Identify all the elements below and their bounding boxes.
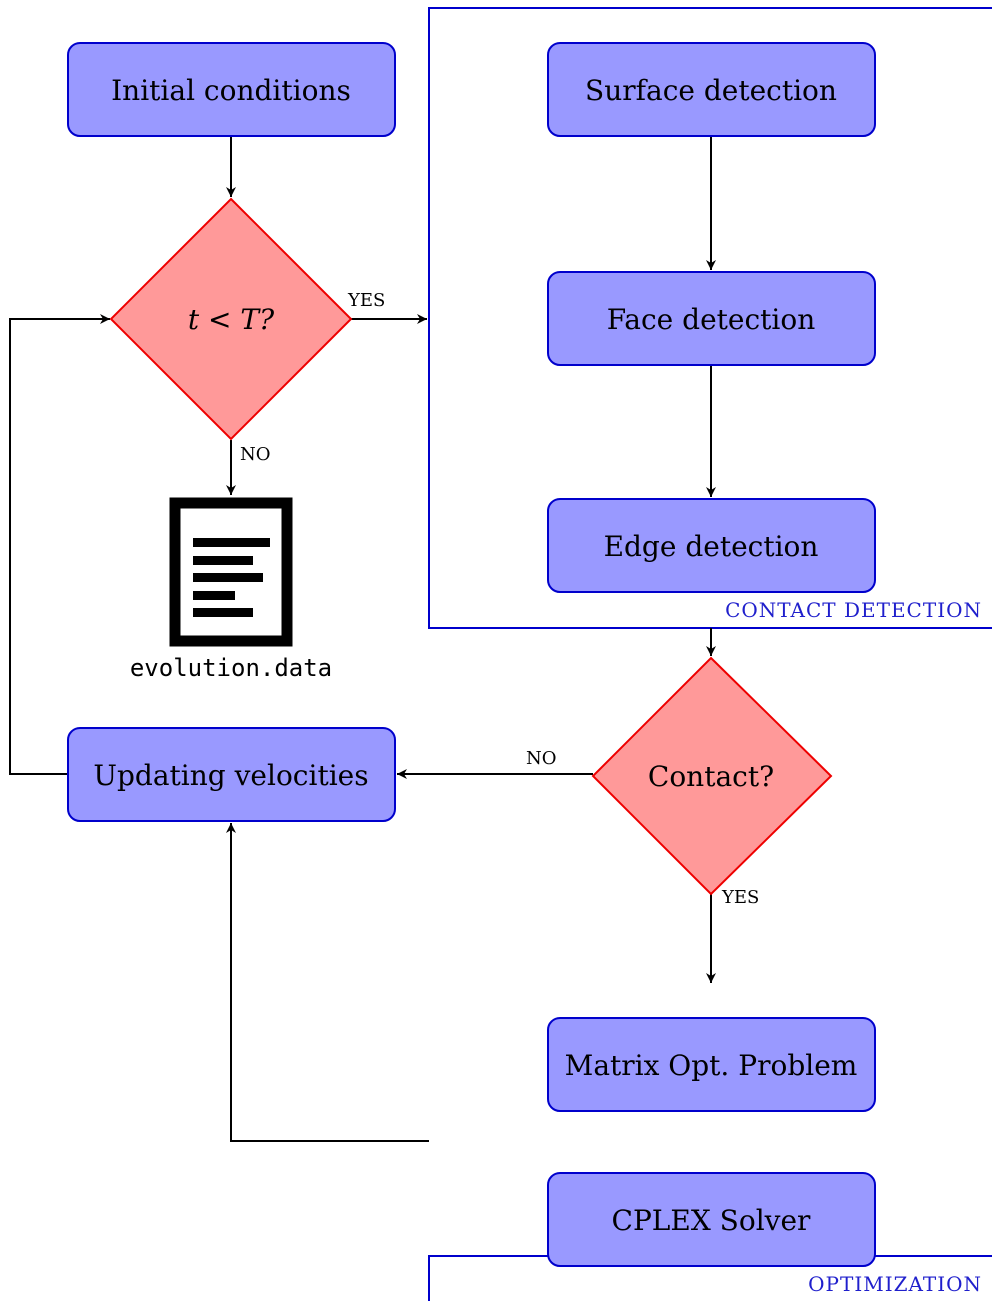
surface-detection-node: Surface detection (547, 42, 876, 137)
edge-optimization-to-velocities (226, 823, 429, 1142)
document-icon (169, 497, 293, 647)
output-file-label: evolution.data (130, 654, 332, 682)
time-yes-label: YES (347, 290, 385, 311)
time-check-diamond (109, 197, 353, 441)
contact-yes-label: YES (721, 887, 759, 908)
initial-conditions-label: Initial conditions (111, 74, 351, 107)
contact-no-label: NO (526, 748, 557, 769)
document-line (193, 556, 253, 565)
cplex-solver-label: CPLEX Solver (612, 1204, 812, 1237)
surface-detection-box (547, 42, 876, 137)
document-frame (169, 497, 293, 647)
initial-conditions-box (67, 42, 396, 137)
initial-conditions-node: Initial conditions (67, 42, 396, 137)
edge-velocities-loop (9, 314, 110, 775)
matrix-problem-node: Matrix Opt. Problem (547, 1017, 876, 1112)
matrix-problem-label: Matrix Opt. Problem (565, 1049, 858, 1082)
cplex-solver-node: CPLEX Solver (547, 1172, 876, 1267)
optimization-label: OPTIMIZATION (808, 1272, 982, 1296)
time-check-label: t < T? (188, 303, 275, 336)
time-check-node: t < T? (109, 197, 353, 441)
edge-detection-box (547, 498, 876, 593)
face-detection-label: Face detection (607, 303, 815, 336)
cplex-solver-box (547, 1172, 876, 1267)
contact-check-label: Contact? (648, 760, 774, 793)
updating-velocities-node: Updating velocities (67, 727, 396, 822)
contact-detection-label: CONTACT DETECTION (725, 598, 982, 622)
updating-velocities-box (67, 727, 396, 822)
time-no-label: NO (240, 444, 271, 465)
document-line (193, 573, 263, 582)
face-detection-node: Face detection (547, 271, 876, 366)
document-line (193, 538, 270, 547)
contact-check-node: Contact? (591, 656, 833, 896)
matrix-problem-box (547, 1017, 876, 1112)
edge-detection-label: Edge detection (604, 530, 819, 563)
face-detection-box (547, 271, 876, 366)
document-line (193, 608, 253, 617)
updating-velocities-label: Updating velocities (93, 759, 368, 792)
edges (9, 137, 716, 1142)
edge-detection-node: Edge detection (547, 498, 876, 593)
document-line (193, 591, 235, 600)
surface-detection-label: Surface detection (585, 74, 837, 107)
contact-check-diamond (591, 656, 833, 896)
